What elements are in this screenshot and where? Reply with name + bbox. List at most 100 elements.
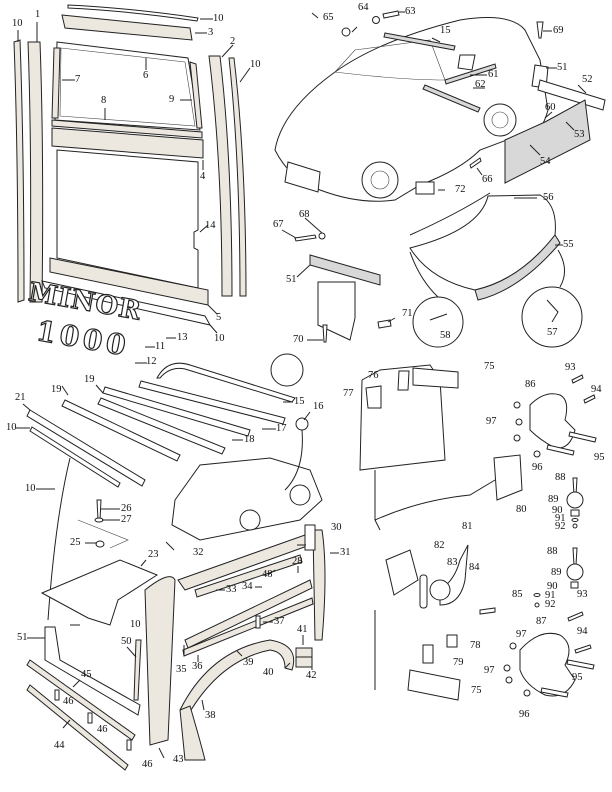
screw-67: [294, 234, 317, 242]
callout-95a: 95: [594, 452, 605, 463]
callout-77: 77: [343, 388, 354, 399]
spring-90b: [570, 581, 579, 589]
callout-78: 78: [470, 640, 481, 651]
door-panel: [56, 149, 199, 289]
post-31: [312, 529, 326, 641]
rail-21: [26, 409, 146, 487]
callout-10a: 10: [213, 13, 224, 24]
screw-69: [536, 21, 544, 39]
callout-10c: 10: [250, 59, 261, 70]
callout-85: 85: [512, 589, 523, 600]
rear-door-frame-group: [13, 4, 247, 326]
callout-46c: 46: [142, 759, 153, 770]
callout-38: 38: [205, 710, 216, 721]
detail-circle-roof: [270, 353, 304, 387]
right-trim-strip: [228, 57, 247, 297]
roof-panel-edge: [474, 234, 561, 301]
bolt-95a: [568, 431, 597, 443]
callout-97a: 97: [486, 416, 497, 427]
callout-94b: 94: [577, 626, 588, 637]
callout-42: 42: [306, 670, 317, 681]
callout-76: 76: [368, 370, 379, 381]
rear-rail-52: [537, 79, 606, 111]
bracket-78: [446, 634, 458, 648]
callout-6: 6: [143, 70, 149, 81]
callout-13: 13: [177, 332, 188, 343]
callout-7: 7: [75, 74, 81, 85]
callout-92a: 92: [555, 521, 566, 532]
callout-83: 83: [447, 557, 458, 568]
rear-wheel: [483, 103, 517, 137]
bracket-37: [255, 615, 261, 629]
hinge-75-bottom: [407, 669, 461, 701]
washer-64: [372, 16, 380, 24]
ball-89b: [566, 563, 584, 581]
block-46a: [54, 689, 60, 701]
callout-65: 65: [323, 12, 334, 23]
callout-51b: 51: [286, 274, 297, 285]
rod-81: [374, 479, 496, 521]
callout-84: 84: [469, 562, 480, 573]
plate-80: [493, 454, 523, 501]
side-frame-group: [26, 524, 326, 771]
key-85: [479, 607, 496, 615]
callout-64: 64: [358, 2, 369, 13]
washer-68: [318, 232, 326, 240]
callout-75a: 75: [484, 361, 495, 372]
bolt-95b2: [540, 687, 569, 698]
washer-27: [94, 517, 104, 523]
callout-89a: 89: [548, 494, 559, 505]
detail-circle-58: [412, 296, 464, 348]
rail-17: [138, 380, 286, 425]
callout-55: 55: [563, 239, 574, 250]
callout-14: 14: [205, 220, 216, 231]
hinge-75-top: [412, 367, 459, 389]
window-frame: [54, 41, 201, 131]
callout-10g: 10: [130, 619, 141, 630]
left-trim-strip: [13, 39, 25, 303]
nut-25: [95, 540, 105, 548]
wheel-arch-39: [179, 639, 295, 716]
callout-39: 39: [243, 657, 254, 668]
callout-2: 2: [230, 36, 236, 47]
callout-30: 30: [331, 522, 342, 533]
traveller-car: [171, 457, 323, 541]
callout-44: 44: [54, 740, 65, 751]
callout-97c: 97: [484, 665, 495, 676]
roof-strip: [383, 32, 456, 51]
callout-26: 26: [121, 503, 132, 514]
callout-69: 69: [553, 25, 564, 36]
callout-68: 68: [299, 209, 310, 220]
callout-21: 21: [15, 392, 26, 403]
callout-23: 23: [148, 549, 159, 560]
block-46b: [87, 712, 93, 724]
callout-70: 70: [293, 334, 304, 345]
side-rail-62: [422, 84, 481, 113]
callout-75b: 75: [471, 685, 482, 696]
screw-63: [382, 10, 400, 19]
window-bead-right: [189, 61, 203, 129]
callout-53: 53: [574, 129, 585, 140]
callout-94a: 94: [591, 384, 602, 395]
bolt-94b: [574, 644, 592, 654]
callout-88b: 88: [547, 546, 558, 557]
rail-45: [26, 659, 136, 741]
roof-rails-group: [26, 353, 323, 621]
block-42: [295, 656, 313, 668]
grommet-16: [295, 417, 309, 431]
callout-40: 40: [263, 667, 274, 678]
bolt-95a2: [546, 444, 575, 456]
callout-46a: 46: [63, 696, 74, 707]
callout-45: 45: [81, 669, 92, 680]
callout-41: 41: [297, 624, 308, 635]
hinge-87: [519, 632, 576, 697]
leader-lines: [16, 11, 587, 759]
door-hardware-group: [359, 364, 597, 701]
callout-52: 52: [582, 74, 593, 85]
callout-71: 71: [402, 308, 413, 319]
callout-58: 58: [440, 330, 451, 341]
callout-31: 31: [340, 547, 351, 558]
rail-18: [102, 386, 251, 437]
